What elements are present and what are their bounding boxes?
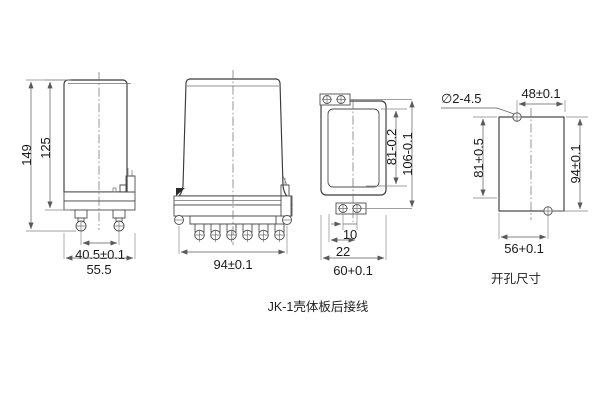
side-terminal-right (112, 209, 126, 232)
dim-body-height: 125 (38, 137, 53, 158)
dim-hole-pitch-large: 22 (336, 244, 350, 259)
front-corner-screw-left (174, 215, 184, 225)
dim-plate-outer-height: 106-0.1 (400, 132, 415, 175)
dim-front-width: 94±0.1 (213, 257, 252, 272)
dim-cutout-width: 56+0.1 (504, 241, 544, 256)
plate-hole-top-pair (319, 93, 351, 106)
cutout-caption: 开孔尺寸 (491, 272, 541, 286)
dim-cutout-height-left: 81+0.5 (471, 138, 486, 178)
dim-plate-width: 60+0.1 (333, 263, 373, 278)
side-terminal-left (74, 209, 88, 232)
drawing-title: JK-1壳体板后接线 (268, 299, 369, 314)
front-terminal-pins (194, 223, 285, 242)
dim-overall-height: 149 (19, 144, 34, 165)
dim-hole-callout: ∅2-4.5 (441, 91, 481, 106)
dim-plate-inner-height: 81-0.2 (384, 129, 399, 165)
dim-terminal-spacing: 40.5±0.1 (75, 247, 125, 262)
side-view: 149 125 40.5±0.1 55.5 (19, 72, 136, 277)
back-plate-view: 81-0.2 106-0.1 10 22 60+0.1 (319, 93, 415, 278)
front-corner-screw-right (282, 215, 292, 225)
front-view: 94±0.1 (173, 70, 293, 272)
dim-cutout-height-right: 94±0.1 (568, 144, 583, 183)
dim-cutout-top-offset: 48±0.1 (521, 86, 560, 101)
dim-depth: 55.5 (87, 262, 112, 277)
cutout-hole-top (512, 112, 522, 122)
panel-cutout-view: ∅2-4.5 48±0.1 81+0.5 94±0.1 56+0.1 开孔尺寸 (441, 86, 588, 286)
